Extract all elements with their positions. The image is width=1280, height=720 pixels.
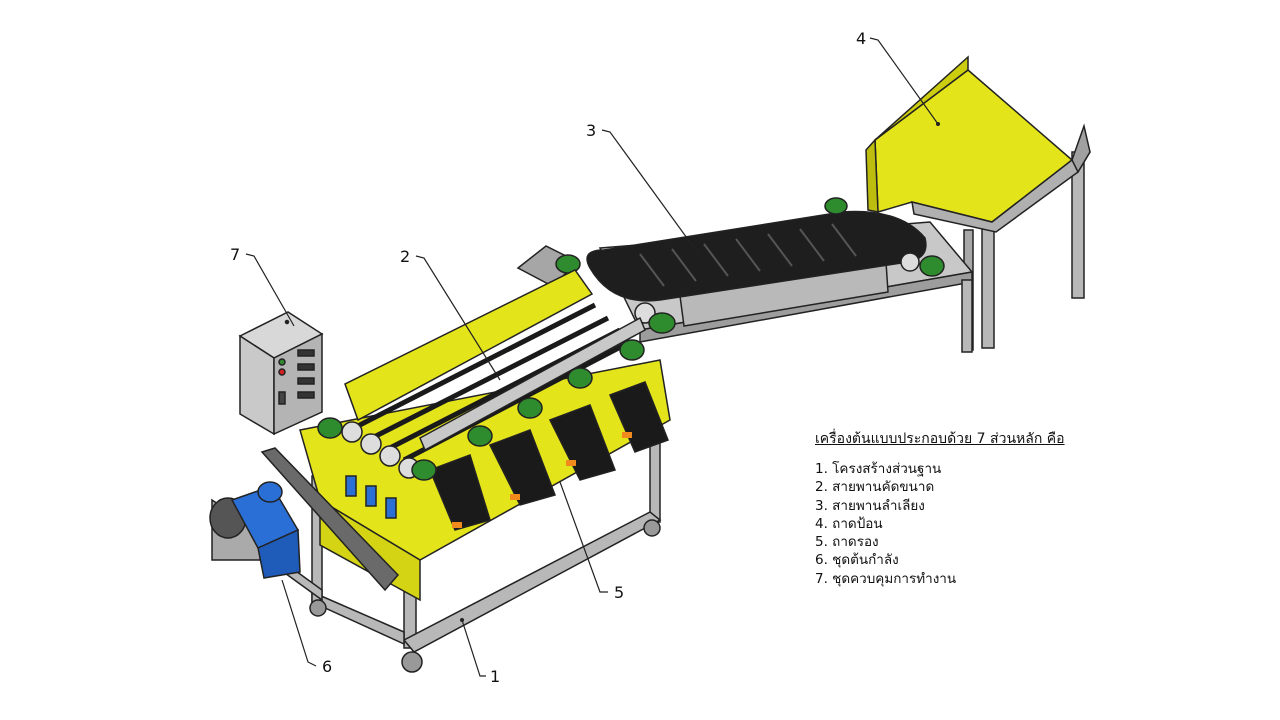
legend-list: 1. โครงสร้างส่วนฐาน 2. สายพานคัดขนาด 3. … (815, 460, 1065, 588)
callout-6: 6 (322, 657, 332, 676)
legend-item-2: 2. สายพานคัดขนาด (815, 479, 935, 496)
control-cabinet (238, 311, 324, 436)
legend-item-1: 1. โครงสร้างส่วนฐาน (815, 461, 942, 477)
transport-conveyor (516, 197, 974, 353)
callout-4: 4 (856, 29, 866, 48)
callout-5: 5 (614, 583, 624, 602)
legend-item-5: 5. ถาดรอง (815, 534, 879, 551)
callout-2: 2 (400, 247, 410, 266)
callout-leaders (245, 37, 939, 677)
parts-legend: เครื่องต้นแบบประกอบด้วย 7 ส่วนหลัก คือ 1… (815, 428, 1065, 588)
callout-3: 3 (586, 121, 596, 140)
power-unit (209, 481, 301, 579)
legend-title: เครื่องต้นแบบประกอบด้วย 7 ส่วนหลัก คือ (815, 431, 1065, 447)
feed-hopper (865, 55, 1091, 351)
legend-item-3: 3. สายพานลำเลียง (815, 497, 925, 514)
legend-item-7: 7. ชุดควบคุมการทำงาน (815, 570, 957, 587)
callout-7: 7 (230, 245, 240, 264)
legend-item-4: 4. ถาดป้อน (815, 515, 883, 532)
sorting-belts (260, 269, 646, 592)
legend-item-6: 6. ชุดต้นกำลัง (815, 552, 899, 569)
callout-1: 1 (490, 667, 500, 686)
